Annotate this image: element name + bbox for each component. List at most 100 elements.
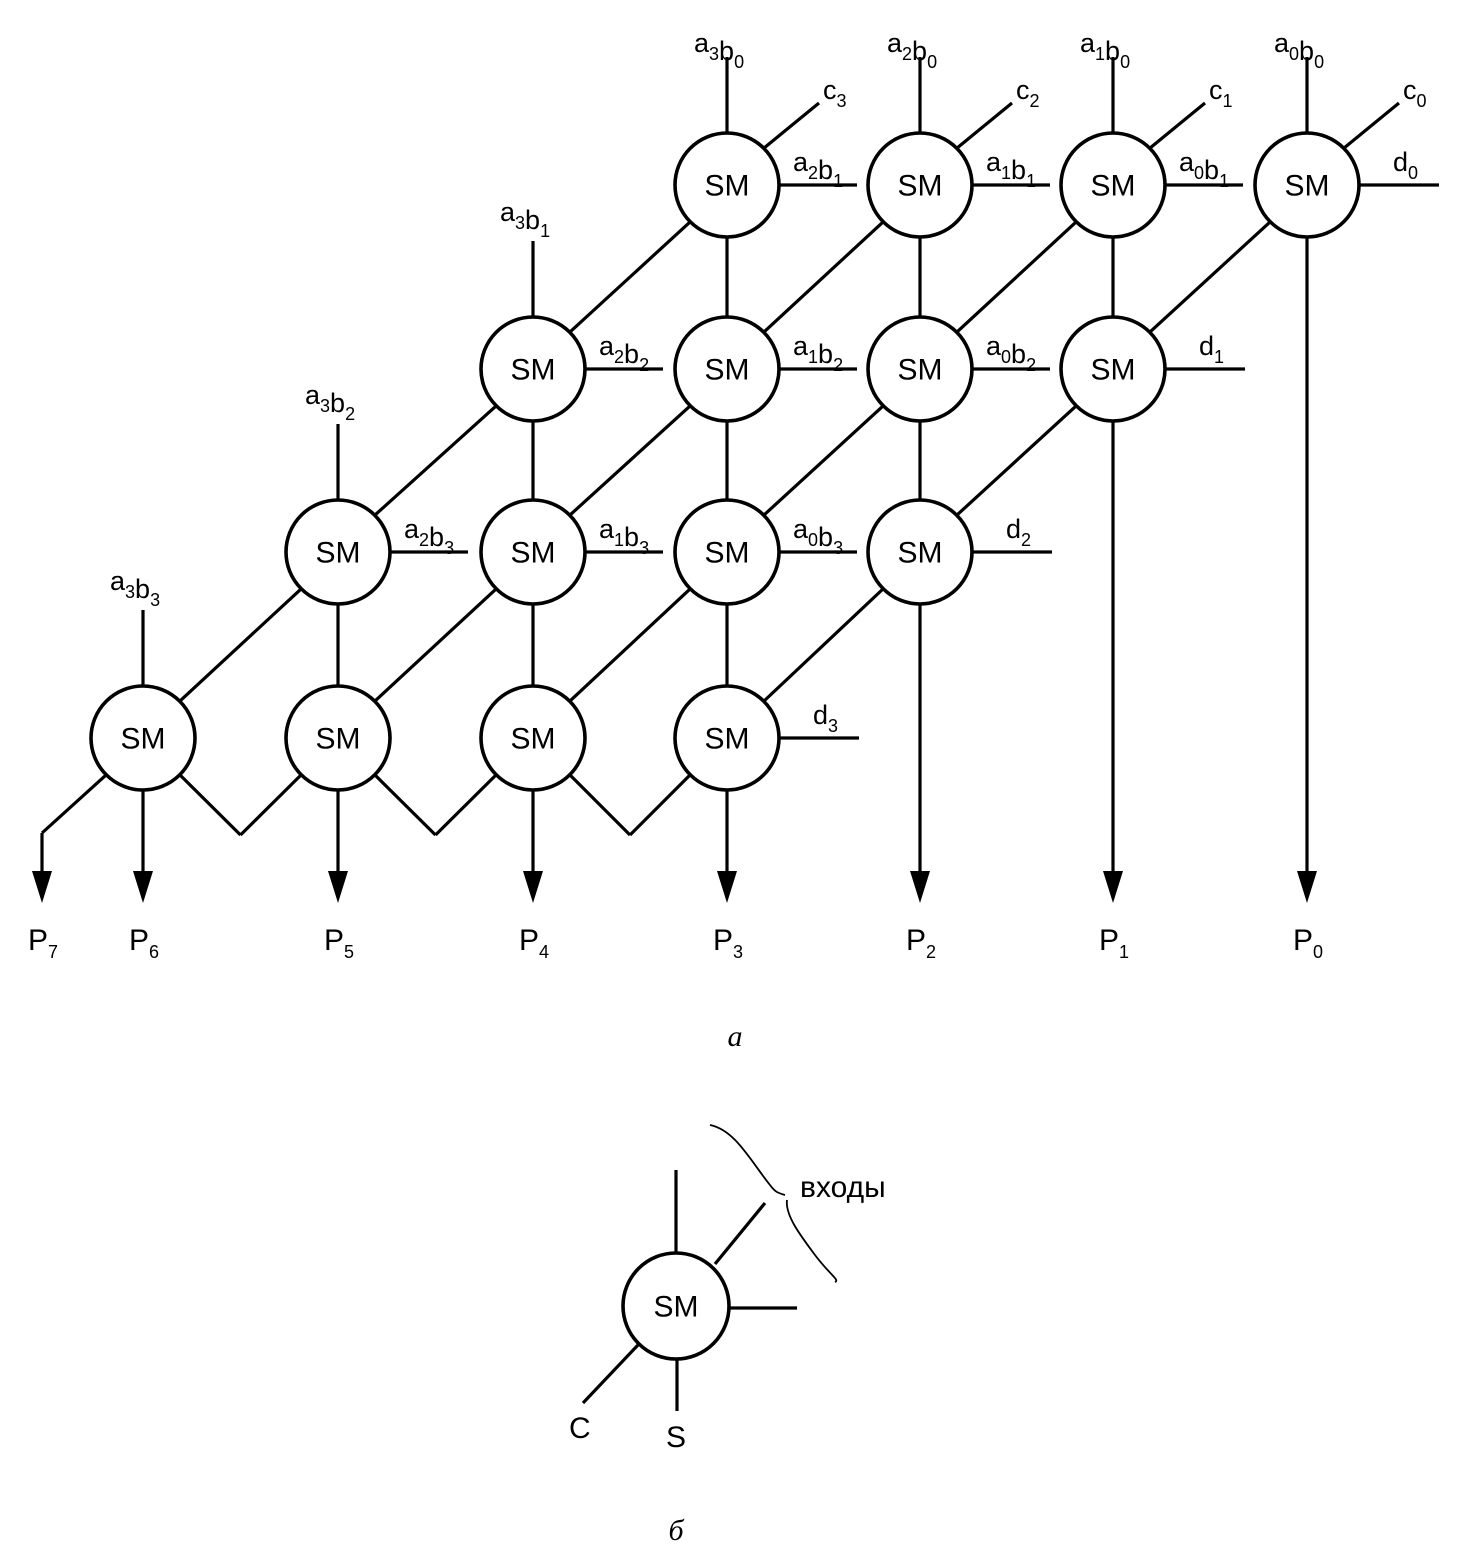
c-input-wire xyxy=(1342,101,1401,150)
sm-node-label: SM xyxy=(121,723,166,756)
carry-wire xyxy=(762,587,885,703)
carry-wire xyxy=(762,220,885,334)
arrow-head-icon xyxy=(523,871,543,903)
sm-node-label: SM xyxy=(1285,170,1330,203)
input-label-a1b2: a1b2 xyxy=(793,331,843,375)
sm-node-label: SM xyxy=(898,170,943,203)
arrow-head-icon xyxy=(133,871,153,903)
carry-wire xyxy=(373,404,498,517)
sm-node-label: SM xyxy=(705,170,750,203)
sm-node xyxy=(673,684,781,792)
sm-node-legend-label: SM xyxy=(654,1291,699,1324)
carry-wire xyxy=(1148,220,1272,334)
carry-wire xyxy=(373,587,498,703)
input-label-a2b2: a2b2 xyxy=(599,331,649,375)
sm-node xyxy=(479,315,587,423)
sm-node-label: SM xyxy=(705,723,750,756)
input-label-c2: c2 xyxy=(1016,75,1040,111)
arrow-head-icon xyxy=(1297,871,1317,903)
output-label-P6: P6 xyxy=(129,924,159,962)
input-label-a1b0: a1b0 xyxy=(1080,28,1130,72)
sm-node xyxy=(673,315,781,423)
input-label-a3b1: a3b1 xyxy=(500,197,550,241)
output-label-P1: P1 xyxy=(1099,924,1129,962)
input-label-d0: d0 xyxy=(1393,147,1418,183)
sm-node xyxy=(866,131,974,239)
output-label-P7: P7 xyxy=(28,924,58,962)
input-diagonal-wire xyxy=(713,1201,767,1266)
sm-node-label: SM xyxy=(511,723,556,756)
input-label-a1b3: a1b3 xyxy=(599,514,649,558)
output-label-P5: P5 xyxy=(324,924,354,962)
input-label-a0b3: a0b3 xyxy=(793,514,843,558)
arrow-head-icon xyxy=(910,871,930,903)
input-label-a0b1: a0b1 xyxy=(1179,147,1229,191)
sm-node xyxy=(866,315,974,423)
c-input-wire xyxy=(1148,101,1207,150)
zigzag-carry-wire xyxy=(373,773,437,837)
final-carry-wire xyxy=(40,773,108,835)
output-label-P0: P0 xyxy=(1293,924,1323,962)
input-label-a3b2: a3b2 xyxy=(305,380,355,424)
brace-upper xyxy=(709,1124,786,1196)
sm-node-label: SM xyxy=(511,354,556,387)
carry-label: C xyxy=(569,1412,591,1445)
input-label-a3b0: a3b0 xyxy=(694,28,744,72)
inputs-label: входы xyxy=(800,1171,886,1204)
carry-wire xyxy=(568,404,692,517)
input-label-a2b3: a2b3 xyxy=(404,514,454,558)
carry-wire xyxy=(568,587,692,703)
input-label-c1: c1 xyxy=(1209,75,1233,111)
output-label-P2: P2 xyxy=(906,924,936,962)
sm-node xyxy=(479,684,587,792)
c-input-wire xyxy=(955,101,1014,150)
sm-node-label: SM xyxy=(1091,170,1136,203)
output-label-P3: P3 xyxy=(713,924,743,962)
sm-node-label: SM xyxy=(705,537,750,570)
carry-wire xyxy=(955,220,1078,334)
sm-node xyxy=(1253,131,1361,239)
input-label-d3: d3 xyxy=(813,700,838,736)
arrow-head-icon xyxy=(717,871,737,903)
sm-node-label: SM xyxy=(898,537,943,570)
zigzag-carry-wire xyxy=(239,773,303,837)
sm-node xyxy=(1059,315,1167,423)
sm-node xyxy=(89,684,197,792)
sm-node xyxy=(479,498,587,606)
zigzag-carry-wire xyxy=(568,773,632,837)
carry-wire xyxy=(762,404,885,517)
sm-node-label: SM xyxy=(898,354,943,387)
sm-node xyxy=(284,684,392,792)
input-label-a0b0: a0b0 xyxy=(1274,28,1324,72)
carry-wire xyxy=(955,404,1078,517)
caption-b: б xyxy=(668,1514,684,1547)
sm-node-label: SM xyxy=(316,537,361,570)
sum-label: S xyxy=(666,1421,686,1454)
sm-node xyxy=(866,498,974,606)
carry-wire xyxy=(178,587,303,703)
input-label-c3: c3 xyxy=(823,75,847,111)
sm-node-label: SM xyxy=(511,537,556,570)
input-label-a2b0: a2b0 xyxy=(887,28,937,72)
input-label-a0b2: a0b2 xyxy=(986,331,1036,375)
arrow-head-icon xyxy=(1103,871,1123,903)
input-label-d1: d1 xyxy=(1199,331,1224,367)
arrow-head-icon xyxy=(32,871,52,903)
input-label-a2b1: a2b1 xyxy=(793,147,843,191)
c-input-wire xyxy=(762,101,821,150)
sm-node xyxy=(673,131,781,239)
input-label-d2: d2 xyxy=(1006,514,1031,550)
sm-node-label: SM xyxy=(1091,354,1136,387)
figure-b: SM входы C S б xyxy=(569,1124,886,1547)
input-label-a1b1: a1b1 xyxy=(986,147,1036,191)
carry-wire xyxy=(568,220,692,334)
carry-output-wire xyxy=(581,1343,640,1405)
brace-lower xyxy=(786,1199,838,1283)
sm-node-legend xyxy=(621,1251,731,1361)
zigzag-carry-wire xyxy=(434,773,498,837)
input-label-a3b3: a3b3 xyxy=(110,566,160,610)
sm-node xyxy=(673,498,781,606)
sm-node-label: SM xyxy=(705,354,750,387)
